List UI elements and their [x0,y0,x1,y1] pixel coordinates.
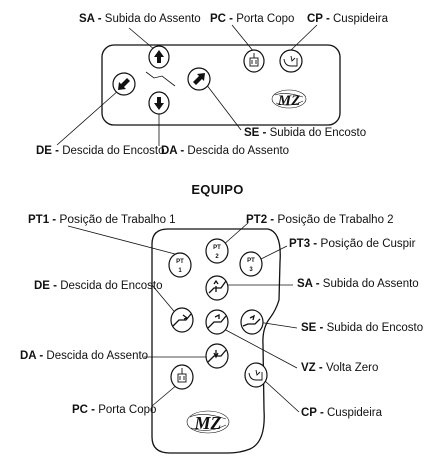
chair-icon [207,313,227,329]
bottom-de-desc: Descida do Encosto [60,280,163,292]
bottom-da-callout: DA - Descida do Assento [20,350,148,362]
top-sa-code: SA - [79,13,102,25]
top-da-desc: Descida do Assento [187,145,290,157]
bottom-sa-desc: Subida do Assento [322,278,419,290]
bottom-pt1-callout: PT1 - Posição de Trabalho 1 [28,213,176,226]
top-cp-button[interactable] [279,49,303,73]
pt3-button-number: 3 [249,267,253,273]
bottom-pt3-callout: PT3 - Posição de Cuspir [289,237,415,250]
top-pc-code: PC - [210,13,233,25]
pt3-desc-a: Posição [320,236,364,250]
top-sa-desc: Subida do Assento [104,13,201,25]
pt2-desc-b: de Trabalho 2 [320,214,394,226]
bottom-se-code: SE - [301,322,324,334]
bottom-sa-code: SA - [297,278,320,290]
pt2-button-number: 2 [215,254,219,260]
bottom-cp-desc: Cuspideira [327,407,382,419]
bottom-se-button[interactable] [240,309,264,335]
top-pc-desc: Porta Copo [236,13,295,25]
chair-icon [172,313,192,327]
cup-icon [249,53,259,67]
top-se-desc: Subida do Encosto [269,127,367,139]
arrow-up-icon [154,50,164,63]
cup-icon [177,368,187,383]
bottom-vz-button[interactable] [205,309,229,335]
top-cp-code: CP - [307,13,330,25]
chair-icon [208,279,227,294]
pt3-desc-b: de Cuspir [363,238,416,250]
spittoon-icon [248,369,263,381]
top-cp-desc: Cuspideira [333,13,388,25]
bottom-pc-code: PC - [72,404,95,416]
top-de-button[interactable] [112,72,136,96]
top-logo-text: MZ [277,93,301,109]
bottom-se-callout: SE - Subida do Encosto [301,322,423,334]
top-sa-button[interactable] [148,45,170,69]
arrow-up-right-icon [193,73,205,85]
bottom-da-button[interactable] [205,343,229,369]
bottom-sa-callout: SA - Subida do Assento [297,278,419,290]
pt1-button-label: PT [176,259,184,265]
top-panel [101,44,341,126]
top-pc-callout: PC - Porta Copo [210,13,294,25]
bottom-pt3-button[interactable]: PT 3 [239,251,263,277]
bottom-da-desc: Descida do Assento [46,350,149,362]
pt3-code: PT3 - [289,238,318,250]
pt2-code: PT2 - [246,214,275,226]
bottom-vz-callout: VZ - Volta Zero [301,362,378,374]
pt1-button-number: 1 [178,268,182,274]
top-pc-button[interactable] [243,49,265,73]
chair-icon [207,349,227,363]
top-de-code: DE - [36,145,59,157]
pt2-button-label: PT [213,245,221,251]
bottom-pc-button[interactable] [170,364,194,390]
bottom-sa-button[interactable] [205,275,229,301]
top-da-callout: DA - Descida do Assento [161,145,289,157]
pt2-desc-a: Posição [277,212,321,226]
arrow-down-left-icon [118,78,130,90]
bottom-vz-desc: Volta Zero [325,362,379,374]
bottom-de-code: DE - [34,280,57,292]
equipo-panel [151,228,281,454]
bottom-pt2-button[interactable]: PT 2 [205,238,229,264]
chair-icon [242,314,261,327]
bottom-pt1-button[interactable]: PT 1 [168,252,192,278]
spittoon-icon [283,55,298,67]
bottom-se-desc: Subida do Encosto [326,322,424,334]
pt1-desc-a: Posição [59,212,103,226]
bottom-de-callout: DE - Descida do Encosto [34,280,163,292]
top-cp-callout: CP - Cuspideira [307,13,388,25]
bottom-de-button[interactable] [170,307,194,333]
bottom-pc-desc: Porta Copo [98,404,157,416]
bottom-vz-code: VZ - [301,362,323,374]
bottom-pt2-callout: PT2 - Posição de Trabalho 2 [246,213,394,226]
bottom-cp-button[interactable] [244,362,268,388]
top-sa-callout: SA - Subida do Assento [79,13,201,25]
pt1-code: PT1 - [28,214,57,226]
top-logo: MZ [271,89,307,109]
section-title: EQUIPO [191,182,244,197]
top-sa-down-button[interactable] [148,91,170,115]
top-se-callout: SE - Subida do Encosto [244,127,366,139]
top-de-desc: Descida do Encosto [62,145,165,157]
bottom-logo: MZ [186,410,230,434]
bottom-logo-text: MZ [194,413,222,433]
bottom-da-code: DA - [20,350,44,362]
pt1-desc-b: de Trabalho 1 [102,214,176,226]
bottom-cp-code: CP - [301,407,324,419]
top-da-code: DA - [161,145,185,157]
top-se-code: SE - [244,127,267,139]
pt3-button-label: PT [247,258,255,264]
bottom-cp-callout: CP - Cuspideira [301,407,382,419]
arrow-down-icon [154,97,164,110]
bottom-pc-callout: PC - Porta Copo [72,404,156,416]
top-de-callout: DE - Descida do Encosto [36,145,165,157]
top-se-button[interactable] [187,67,211,91]
